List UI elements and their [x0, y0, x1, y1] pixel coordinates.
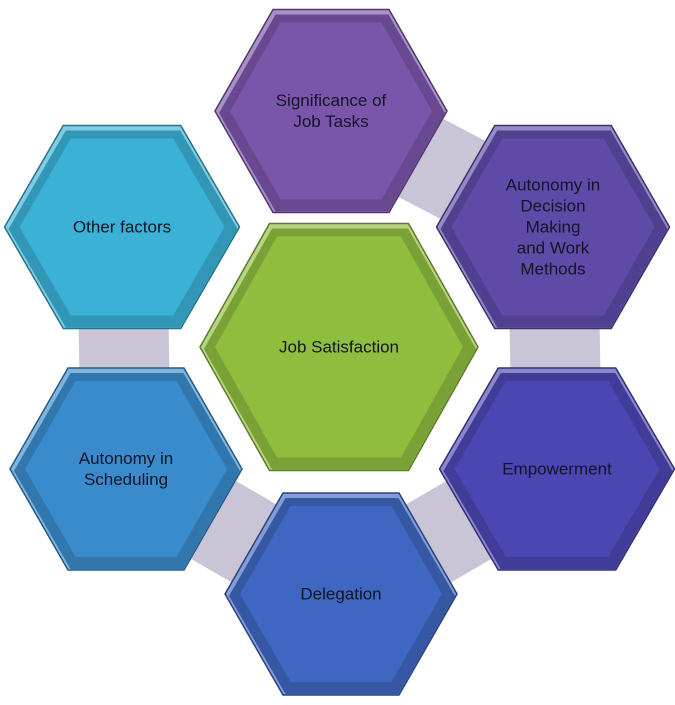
delegation-face: [240, 506, 442, 682]
significance-face: [230, 22, 432, 200]
node-label-autonomy-decision: Autonomy in Decision Making and Work Met…: [505, 175, 601, 279]
autonomy-scheduling-face: [25, 381, 227, 557]
node-label-autonomy-scheduling: Autonomy in Scheduling: [78, 449, 174, 489]
node-label-empowerment: Empowerment: [502, 459, 612, 479]
other-factors-face: [19, 138, 225, 316]
node-label-delegation: Delegation: [300, 584, 382, 604]
node-label-significance: Significance of Job Tasks: [275, 91, 387, 131]
center-label: Job Satisfaction: [278, 337, 400, 357]
autonomy-decision-face: [451, 138, 655, 316]
job-satisfaction-face: [215, 236, 463, 458]
empowerment-face: [454, 381, 660, 557]
node-label-other-factors: Other factors: [72, 217, 172, 237]
